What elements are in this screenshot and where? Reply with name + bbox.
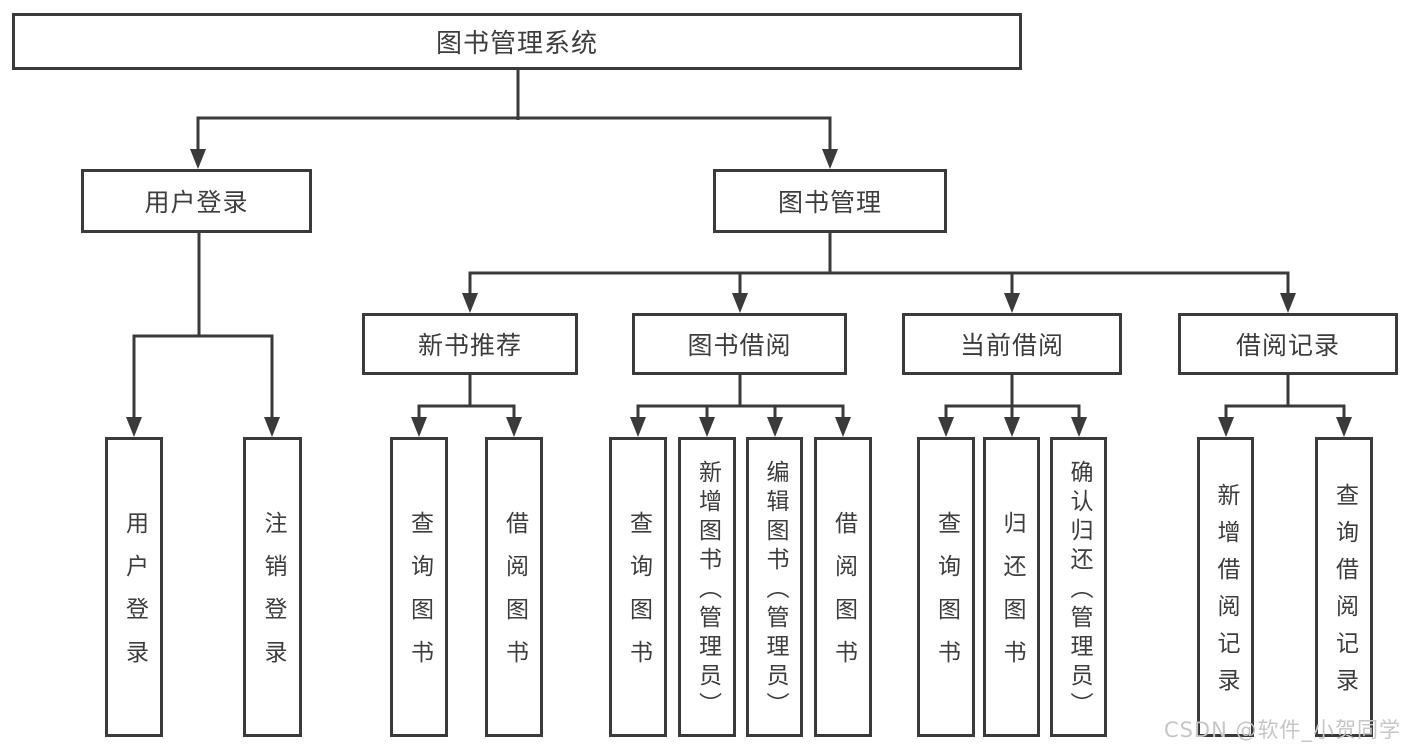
node-new-book-recommendation: 新书推荐 (362, 313, 578, 375)
leaf-borrow-edit-books-admin: 编辑图书（管理员） (746, 437, 803, 737)
node-label: 用户登录 (144, 188, 249, 217)
arrowhead (126, 417, 142, 437)
connector-current-borrowing (944, 373, 1081, 420)
arrowhead (822, 149, 838, 169)
leaf-borrow-add-books-admin: 新增图书（管理员） (678, 437, 736, 737)
connector-new-book-recommendation (417, 373, 516, 420)
leaf-records-query-record: 查询借阅记录 (1315, 437, 1373, 737)
leaf-recommend-borrow-books: 借阅图书 (485, 437, 543, 737)
arrowhead (630, 417, 646, 437)
arrowhead (1004, 417, 1020, 437)
arrowhead (1004, 293, 1020, 313)
arrowhead (1218, 417, 1234, 437)
arrowhead (462, 293, 478, 313)
node-label: 编辑图书（管理员） (762, 459, 788, 721)
node-label: 归还图书 (999, 511, 1025, 683)
arrowhead (1071, 417, 1087, 437)
arrowhead (938, 417, 954, 437)
arrowhead (732, 293, 748, 313)
connector-book-management (468, 232, 1290, 296)
leaf-current-return-books: 归还图书 (983, 437, 1040, 737)
node-label: 借阅图书 (501, 511, 528, 683)
node-label: 图书管理 (777, 188, 882, 217)
leaf-current-query-books: 查询图书 (917, 437, 975, 737)
node-label: 用户登录 (121, 511, 148, 683)
node-label: 当前借阅 (959, 331, 1064, 360)
csdn-watermark: CSDN @软件_小贺同学 (1163, 718, 1401, 742)
connector-book-borrowing (636, 373, 845, 420)
leaf-borrow-borrow-books: 借阅图书 (814, 437, 872, 737)
leaf-user-login: 用户登录 (105, 437, 163, 737)
connector-user-login (132, 232, 274, 420)
arrowhead (411, 417, 427, 437)
node-label: 图书管理系统 (435, 29, 598, 59)
leaf-records-add-record: 新增借阅记录 (1197, 437, 1254, 737)
node-label: 确认归还（管理员） (1066, 459, 1092, 721)
arrowhead (835, 417, 851, 437)
node-library-management-system: 图书管理系统 (12, 13, 1022, 70)
node-current-borrowing: 当前借阅 (902, 313, 1122, 375)
node-borrowing-records: 借阅记录 (1178, 313, 1398, 375)
arrowhead (190, 149, 206, 169)
node-label: 借阅图书 (830, 511, 857, 683)
arrowhead (767, 417, 783, 437)
node-label: 查询图书 (406, 511, 433, 683)
node-book-borrowing: 图书借阅 (632, 313, 847, 375)
leaf-borrow-query-books: 查询图书 (609, 437, 667, 737)
node-label: 注销登录 (260, 511, 286, 683)
arrowhead (264, 417, 280, 437)
arrowhead (1280, 293, 1296, 313)
leaf-recommend-query-books: 查询图书 (390, 437, 448, 737)
node-label: 查询借阅记录 (1331, 483, 1358, 705)
leaf-logout: 注销登录 (243, 437, 302, 737)
node-label: 新增借阅记录 (1213, 483, 1239, 705)
arrowhead (699, 417, 715, 437)
node-label: 查询图书 (933, 511, 960, 683)
arrowhead (1336, 417, 1352, 437)
node-label: 新增图书（管理员） (694, 459, 721, 721)
leaf-current-confirm-return-admin: 确认归还（管理员） (1050, 437, 1107, 737)
node-user-login: 用户登录 (81, 169, 312, 233)
node-label: 借阅记录 (1235, 331, 1340, 360)
node-label: 查询图书 (625, 511, 652, 683)
node-label: 新书推荐 (417, 331, 522, 360)
connector-borrowing-records (1224, 373, 1346, 420)
node-label: 图书借阅 (687, 331, 792, 360)
arrowhead (506, 417, 522, 437)
node-book-management: 图书管理 (713, 169, 947, 233)
connector-root (196, 70, 832, 152)
